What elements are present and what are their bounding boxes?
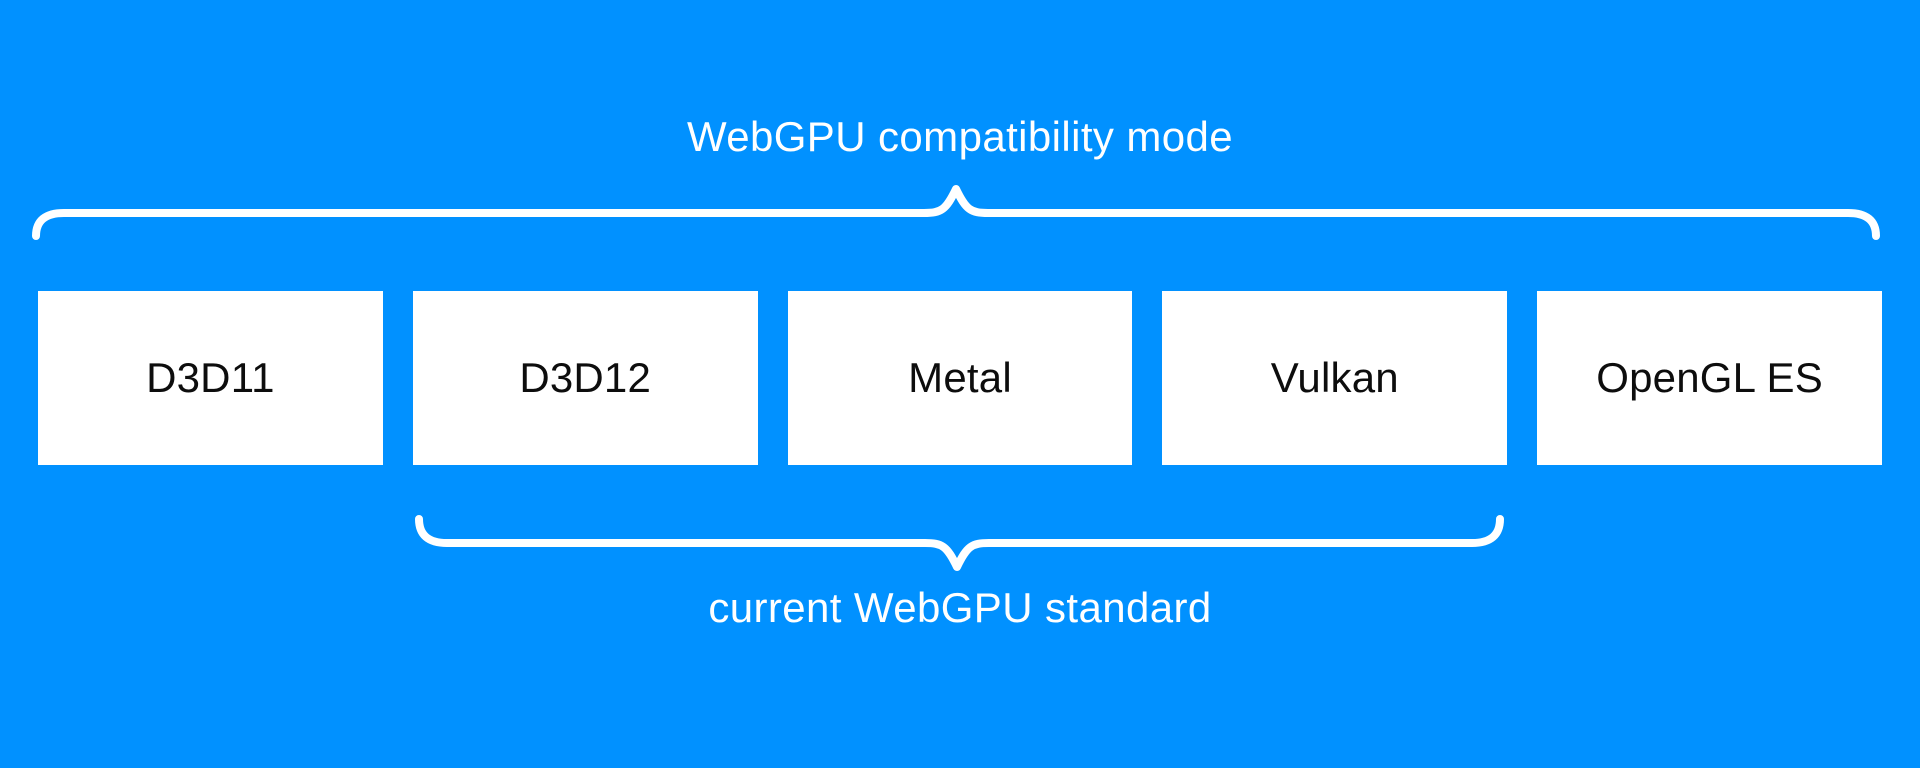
api-box-d3d12: D3D12: [412, 291, 758, 465]
top-brace-label: WebGPU compatibility mode: [686, 113, 1234, 160]
api-box-vulkan: Vulkan: [1162, 291, 1508, 465]
api-box-label: Metal: [908, 354, 1012, 401]
api-box-d3d11: D3D11: [38, 291, 383, 465]
api-box-label: D3D12: [519, 354, 652, 401]
api-box-metal: Metal: [787, 291, 1133, 465]
api-box-label: Vulkan: [1270, 354, 1399, 401]
api-box-label: D3D11: [146, 354, 275, 401]
top-brace: [32, 185, 1880, 240]
api-box-label: OpenGL ES: [1596, 354, 1823, 401]
api-box-opengl-es: OpenGL ES: [1537, 291, 1882, 465]
bottom-brace: [415, 515, 1504, 571]
bottom-brace-label: current WebGPU standard: [708, 584, 1212, 631]
api-boxes-row: D3D11 D3D12 Metal Vulkan OpenGL ES: [38, 291, 1882, 465]
